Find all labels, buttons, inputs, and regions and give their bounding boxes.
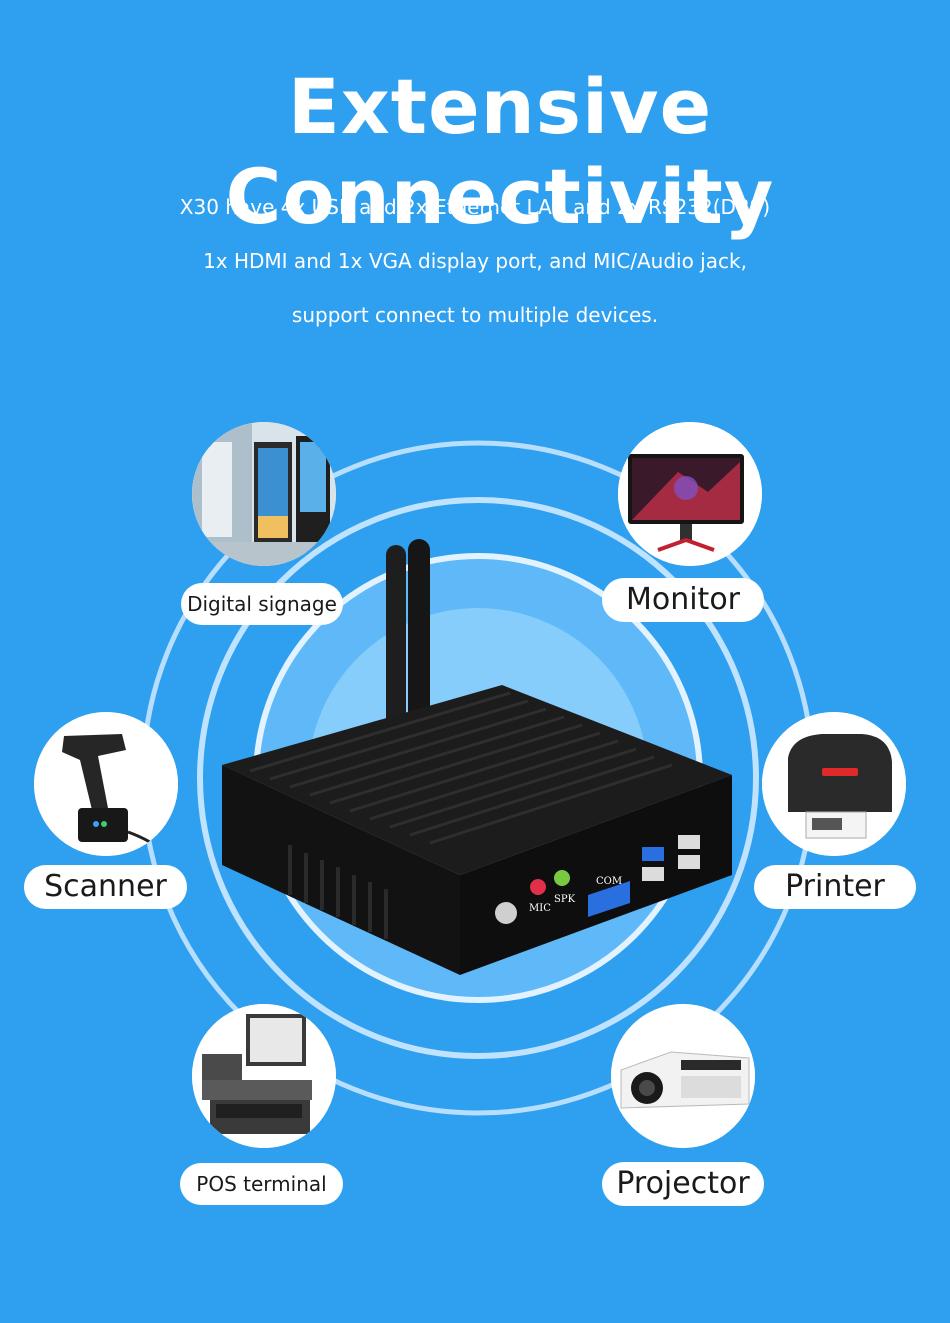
device-label-projector: Projector	[602, 1162, 764, 1206]
mini-pc-product-image: MIC SPK COM	[222, 539, 732, 975]
barcode-scanner-icon	[34, 712, 178, 856]
monitor-icon	[618, 422, 762, 566]
digital-signage-thumbnail	[192, 422, 336, 566]
scanner-thumbnail	[34, 712, 178, 856]
headline: Extensive Connectivity	[225, 62, 775, 241]
printer-thumbnail	[762, 712, 906, 856]
digital-signage-icon	[192, 422, 336, 566]
device-label-printer: Printer	[754, 865, 916, 909]
pos-terminal-icon	[192, 1004, 336, 1148]
com-port-label: COM	[596, 876, 622, 887]
device-top	[222, 685, 732, 875]
usb-port-4	[678, 855, 700, 869]
projector-thumbnail	[611, 1004, 755, 1148]
device-label-digital-signage: Digital signage	[181, 583, 343, 625]
mic-port	[530, 879, 546, 895]
antenna-left	[386, 545, 406, 735]
usb-port-1	[642, 847, 664, 861]
description-line-1: X30 have 4x USB and 2x Ethernet LAN and …	[179, 195, 771, 219]
monitor-thumbnail	[618, 422, 762, 566]
device-left-side	[222, 765, 460, 975]
com-port	[588, 881, 630, 917]
label-printer-icon	[762, 712, 906, 856]
description-line-2: 1x HDMI and 1x VGA display port, and MIC…	[203, 249, 747, 273]
device-front-panel	[460, 775, 732, 975]
antenna-right	[408, 539, 430, 729]
usb-port-2	[642, 867, 664, 881]
usb-port-3	[678, 835, 700, 849]
power-button	[495, 902, 517, 924]
device-label-pos-terminal: POS terminal	[180, 1163, 343, 1205]
mic-port-label: MIC	[529, 903, 551, 914]
spk-port	[554, 870, 570, 886]
description-line-3: support connect to multiple devices.	[291, 303, 659, 327]
pos-terminal-thumbnail	[192, 1004, 336, 1148]
device-label-scanner: Scanner	[24, 865, 187, 909]
projector-icon	[611, 1004, 755, 1148]
device-label-monitor: Monitor	[602, 578, 764, 622]
spk-port-label: SPK	[554, 894, 576, 905]
